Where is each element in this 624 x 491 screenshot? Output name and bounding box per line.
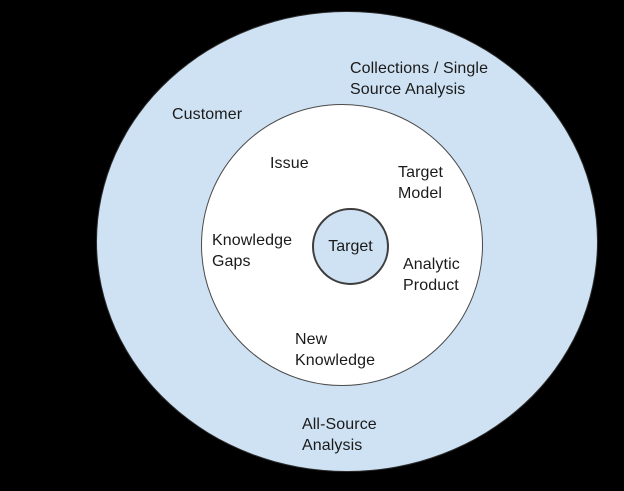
knowledge-gaps-label: Knowledge Gaps [212, 232, 293, 270]
center-target-circle: Target [312, 208, 389, 285]
target-label: Target [328, 238, 373, 255]
collections-single-source-analysis-label: Collections / Single Source Analysis [350, 60, 489, 98]
customer-label: Customer [172, 106, 243, 123]
new-knowledge-label: New Knowledge [295, 331, 376, 369]
all-source-analysis-label: All-Source Analysis [302, 416, 377, 454]
analytic-product-label: Analytic Product [403, 256, 460, 294]
target-model-label: Target Model [398, 164, 444, 202]
issue-label: Issue [270, 155, 309, 172]
